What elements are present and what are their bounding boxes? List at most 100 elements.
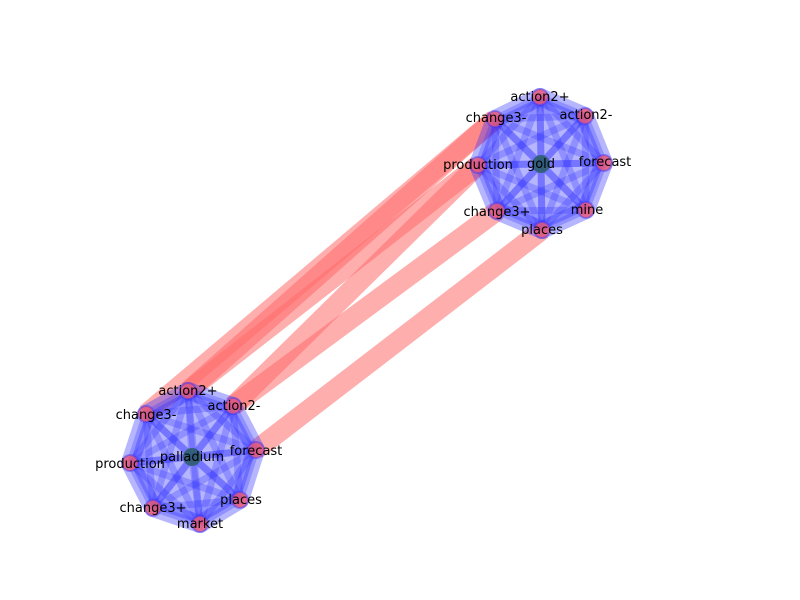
cluster-edge <box>539 160 607 233</box>
cluster-edge <box>127 388 191 466</box>
cluster-edge <box>581 114 608 165</box>
cluster-edge <box>495 207 544 234</box>
node-label: forecast <box>579 155 632 170</box>
cluster-edge <box>475 162 545 233</box>
cluster-edge <box>496 206 587 215</box>
cluster-edge <box>476 161 588 214</box>
node-action2- <box>179 382 197 400</box>
cluster-edge <box>184 390 196 458</box>
node-places <box>533 221 551 239</box>
cluster-edge <box>493 115 606 167</box>
cluster-edge <box>538 161 589 213</box>
cluster-edge <box>494 161 544 214</box>
node-action2- <box>531 88 549 106</box>
cluster-edge <box>540 206 588 234</box>
center-label: palladium <box>160 450 224 465</box>
node-change3- <box>137 405 155 423</box>
node-label: change3+ <box>463 205 530 220</box>
cluster-edge <box>493 93 542 123</box>
cross-links-layer <box>139 111 549 458</box>
cluster-edge <box>142 413 157 509</box>
cluster-edge <box>144 410 258 454</box>
cluster-edge <box>494 112 586 123</box>
cluster-edge <box>491 118 501 212</box>
cluster-edge <box>229 404 260 452</box>
node-forecast <box>247 441 265 459</box>
node-mine <box>577 201 595 219</box>
cluster-edge <box>152 496 241 512</box>
cluster-edge <box>492 116 544 167</box>
cluster-palladium <box>121 382 265 533</box>
cluster-edge <box>537 94 607 166</box>
cluster-edge <box>151 504 202 528</box>
cluster-edge <box>538 93 587 120</box>
cluster-edge <box>537 163 546 231</box>
center-node-gold <box>532 155 550 173</box>
cluster-edge <box>189 403 236 460</box>
node-label: mine <box>571 203 604 218</box>
cluster-edge <box>126 412 150 465</box>
cluster-edge <box>477 160 542 169</box>
cluster-edge <box>475 94 543 168</box>
node-label: production <box>95 457 165 472</box>
cluster-edge <box>196 405 237 525</box>
cluster-edge <box>151 446 258 512</box>
node-places <box>231 491 249 509</box>
node-label: action2+ <box>510 90 569 105</box>
cluster-edge <box>536 96 545 165</box>
node-label: places <box>220 493 262 508</box>
cluster-edge <box>127 460 203 527</box>
node-action2- <box>224 397 242 415</box>
node-label: places <box>521 223 563 238</box>
labels-layer: action2+ action2- change3- production foreca… <box>95 90 631 532</box>
cluster-edge <box>142 412 204 526</box>
cluster-edge <box>229 405 244 501</box>
cluster-gold <box>469 88 613 239</box>
node-label: change3- <box>466 111 527 126</box>
node-label: production <box>443 158 513 173</box>
cluster-edge <box>129 453 193 467</box>
node-action2- <box>576 107 594 125</box>
cluster-edge <box>474 117 499 167</box>
cluster-edge <box>476 112 587 169</box>
cluster-edge <box>538 113 588 167</box>
node-forecast <box>595 154 613 172</box>
cluster-edge <box>538 114 589 232</box>
node-change3- <box>488 202 506 220</box>
node-label: action2- <box>560 108 613 123</box>
cluster-edge <box>495 159 606 215</box>
node-label: change3- <box>116 408 177 423</box>
node-change3- <box>486 110 504 128</box>
cluster-edge <box>143 411 195 460</box>
cross-link <box>139 111 502 422</box>
cluster-edge <box>536 95 590 212</box>
cross-link <box>249 222 549 458</box>
cluster-edge <box>197 447 259 527</box>
node-change3- <box>144 499 162 517</box>
cluster-edge <box>236 448 260 502</box>
cluster-edge <box>184 389 244 502</box>
node-label: market <box>177 517 223 532</box>
node-label: action2+ <box>158 384 217 399</box>
node-production <box>469 156 487 174</box>
cluster-edge <box>474 163 501 213</box>
node-label: change3+ <box>119 501 186 516</box>
center-label: gold <box>527 157 555 172</box>
cluster-edge <box>540 159 605 168</box>
cluster-edge <box>491 117 546 232</box>
cluster-edge <box>188 456 204 525</box>
cluster-edge <box>149 389 192 510</box>
cluster-edge <box>189 454 243 503</box>
node-market <box>191 515 209 533</box>
cluster-edge <box>581 115 590 211</box>
node-label: forecast <box>230 444 283 459</box>
cluster-edge <box>145 402 234 418</box>
cluster-edge <box>185 388 259 453</box>
cluster-edge <box>150 454 195 511</box>
cross-link <box>227 202 503 415</box>
cluster-edge <box>582 161 608 212</box>
cluster-edge <box>126 461 157 510</box>
center-node-palladium <box>183 448 201 466</box>
cluster-edge <box>128 459 242 504</box>
